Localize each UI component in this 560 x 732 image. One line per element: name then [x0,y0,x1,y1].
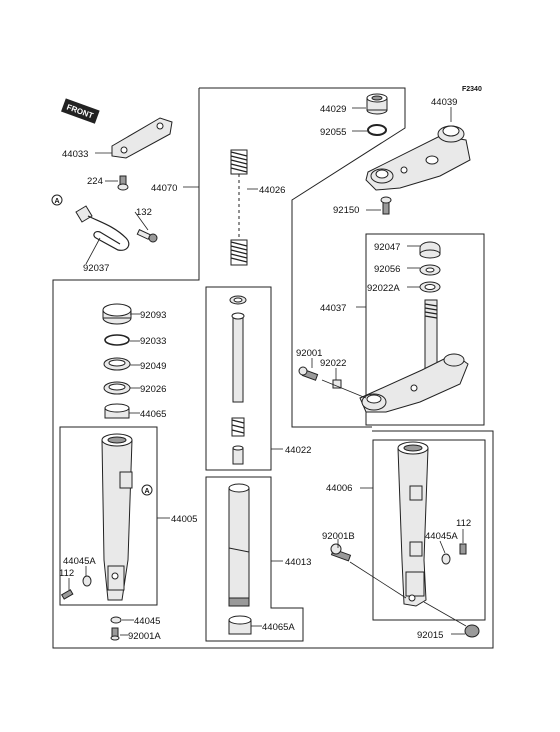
label-44045A-left: 44045A [63,556,96,567]
bushing-44065A [228,615,252,635]
washer-44045A-left [82,575,92,587]
bolt-92001A [110,627,120,641]
fork-tube-44006 [397,441,429,607]
callout-marker-a-upper: A [51,194,63,206]
label-44070: 44070 [151,183,177,194]
washer-92026 [103,381,131,395]
cap-92047 [419,241,441,259]
label-92015: 92015 [417,630,443,641]
label-44022: 44022 [285,445,311,456]
label-112-left: 112 [59,568,74,579]
bolt-112-left [60,589,74,600]
label-44013: 44013 [285,557,311,568]
label-92033: 92033 [140,336,166,347]
label-44005: 44005 [171,514,197,525]
callout-marker-a-lower: A [141,484,153,496]
clip-92033 [104,334,130,346]
label-44037: 44037 [320,303,346,314]
diagram-code: F2340 [462,86,482,93]
label-44006: 44006 [326,483,352,494]
washer-44045 [110,616,122,624]
label-92055: 92055 [320,127,346,138]
label-92001A: 92001A [128,631,161,642]
label-44045A-right: 44045A [425,531,458,542]
label-92022: 92022 [320,358,346,369]
label-92026: 92026 [140,384,166,395]
label-44045: 44045 [134,616,160,627]
label-92037: 92037 [83,263,109,274]
upper-bracket-44039 [365,125,471,191]
label-92001B: 92001B [322,531,355,542]
plug-92015 [464,624,480,638]
bolt-92001 [298,366,319,381]
bolt-224 [117,175,129,191]
bolt-92150 [380,196,392,215]
bolt-92001B [330,543,352,562]
label-44033: 44033 [62,149,88,160]
washer-44045A-right [441,553,451,565]
bearing-92022A [419,281,441,293]
cap-44029 [366,93,388,115]
bushing-44065 [104,403,130,419]
front-badge: FRONT [61,98,100,124]
label-92150: 92150 [333,205,359,216]
o-ring-92055 [367,124,387,136]
steering-stem-44037 [359,299,469,413]
label-92056: 92056 [374,264,400,275]
label-44039: 44039 [431,97,457,108]
label-44029: 44029 [320,104,346,115]
label-44026: 44026 [259,185,285,196]
label-92049: 92049 [140,361,166,372]
spring-44026 [230,149,248,266]
label-132: 132 [136,207,152,218]
label-112-right: 112 [456,518,471,529]
label-92001: 92001 [296,348,322,359]
clip-92037 [75,205,130,251]
bracket-44033 [111,117,173,159]
inner-tube-44013 [228,483,250,607]
leader-lines [68,107,465,636]
label-92093: 92093 [140,310,166,321]
label-44065: 44065 [140,409,166,420]
seal-92093 [102,303,132,325]
washer-92056 [419,264,441,276]
seal-92049 [103,357,131,371]
label-224: 224 [87,176,103,187]
svg-text:A: A [145,488,150,495]
label-92022A: 92022A [367,283,400,294]
part-labels: 44029 44039 92055 44033 224 44070 44026 … [59,97,471,642]
bolt-132 [136,228,158,243]
nut-92022 [332,379,342,389]
damper-rod-44022 [229,295,247,465]
label-92047: 92047 [374,242,400,253]
bolt-112-right [459,543,467,555]
label-44065A: 44065A [262,622,295,633]
fork-tube-44005 [101,433,133,601]
frame-outlines [52,87,494,649]
svg-text:A: A [55,198,60,205]
